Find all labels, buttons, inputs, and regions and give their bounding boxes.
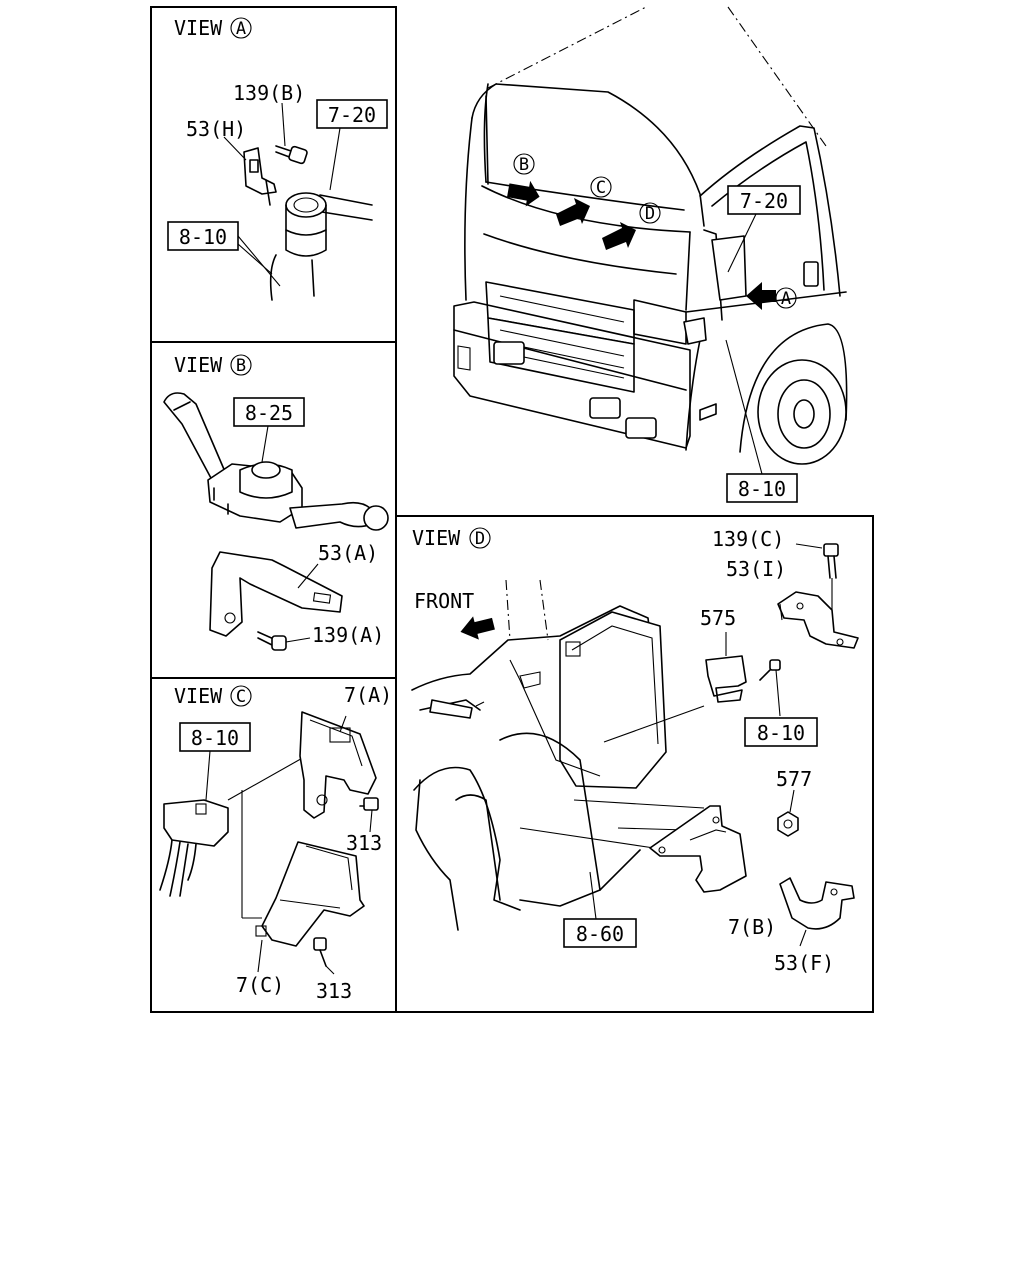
ref-box-8-25: 8-25 — [233, 397, 305, 463]
ref-box-8-60: 8-60 — [563, 871, 637, 948]
view-d-title: VIEW D — [412, 526, 491, 550]
bracket-7a-drawing — [299, 711, 377, 819]
bracket-53h-drawing — [223, 136, 277, 206]
front-wheel — [739, 323, 848, 465]
front-direction: FRONT — [414, 589, 495, 640]
screw-drawing — [759, 659, 781, 717]
label-7a: 7(A) — [344, 683, 392, 707]
svg-text:B: B — [236, 356, 246, 376]
svg-text:VIEW: VIEW — [412, 526, 461, 550]
label-313-top: 313 — [346, 831, 382, 855]
label-7b: 7(B) — [728, 915, 776, 939]
svg-text:VIEW: VIEW — [174, 684, 223, 708]
svg-text:D: D — [475, 529, 485, 549]
svg-text:D: D — [645, 204, 655, 224]
label-7c: 7(C) — [236, 973, 284, 997]
ref-box-7-20-a: 7-20 — [316, 99, 388, 191]
panel-frames — [150, 6, 874, 1013]
svg-text:8-60: 8-60 — [576, 922, 624, 946]
arrow-label-b: B — [513, 153, 535, 175]
connector-drawing — [159, 755, 307, 919]
ref-box-8-10-d: 8-10 — [744, 717, 818, 747]
arrow-label-a: A — [775, 287, 797, 309]
label-575: 575 — [700, 606, 736, 630]
svg-text:8-10: 8-10 — [179, 225, 227, 249]
bolt-313-bottom-drawing — [313, 937, 335, 975]
svg-text:7-20: 7-20 — [740, 189, 788, 213]
bolt-139c-drawing — [795, 543, 839, 636]
label-139b: 139(B) — [233, 81, 305, 105]
label-53f: 53(F) — [774, 951, 834, 975]
ref-box-8-10-truck: 8-10 — [725, 339, 798, 503]
svg-text:8-10: 8-10 — [757, 721, 805, 745]
bracket-53i-drawing — [777, 591, 859, 649]
arrow-label-d: D — [639, 202, 661, 224]
svg-text:A: A — [236, 19, 246, 39]
svg-text:8-10: 8-10 — [191, 726, 239, 750]
ref-box-8-10-c: 8-10 — [179, 722, 251, 801]
combination-switch-drawing — [163, 392, 389, 531]
view-d-panel: VIEW D FRONT — [411, 526, 859, 975]
view-b-panel: VIEW B 8-25 53(A) — [163, 353, 389, 651]
label-577: 577 — [776, 767, 812, 791]
svg-text:B: B — [519, 155, 529, 175]
label-53a: 53(A) — [318, 541, 378, 565]
bolt-139a-drawing — [257, 631, 311, 651]
label-139a: 139(A) — [312, 623, 384, 647]
ref-box-8-10-a: 8-10 — [167, 221, 281, 287]
view-c-panel: VIEW C 8-10 7(A) — [159, 683, 392, 1003]
ref-box-7-20-truck: 7-20 — [727, 185, 801, 273]
view-a-title: VIEW A — [174, 16, 252, 40]
bolt-139b-drawing — [275, 102, 308, 165]
bracket-7c-drawing — [255, 841, 365, 973]
grille — [485, 281, 635, 393]
label-53h: 53(H) — [186, 117, 246, 141]
svg-text:8-10: 8-10 — [738, 477, 786, 501]
arrow-label-c: C — [590, 176, 612, 198]
view-a-panel: VIEW A 139(B) 53(H) 7-20 — [167, 16, 388, 301]
svg-text:C: C — [236, 687, 246, 707]
bracket-7b-drawing — [649, 805, 747, 893]
svg-text:FRONT: FRONT — [414, 589, 474, 613]
svg-text:8-25: 8-25 — [245, 401, 293, 425]
svg-text:VIEW: VIEW — [174, 16, 223, 40]
svg-text:A: A — [781, 289, 791, 309]
bolt-313-top-drawing — [359, 797, 379, 833]
view-b-title: VIEW B — [174, 353, 252, 377]
bracket-53f-drawing — [779, 877, 855, 947]
view-arrows — [507, 180, 776, 310]
label-313-bottom: 313 — [316, 979, 352, 1003]
svg-text:7-20: 7-20 — [328, 103, 376, 127]
nut-577-drawing — [777, 789, 799, 837]
bracket-53a-drawing — [209, 551, 343, 637]
bumper — [453, 301, 691, 449]
svg-text:C: C — [596, 178, 606, 198]
svg-text:VIEW: VIEW — [174, 353, 223, 377]
clip-575-drawing — [705, 632, 747, 703]
fluid-tank-drawing — [269, 192, 373, 301]
label-139c: 139(C) — [712, 527, 784, 551]
truck-cab-drawing: B C D A 7-20 8-10 — [453, 6, 848, 503]
view-c-title: VIEW C — [174, 684, 252, 708]
side-mirror — [683, 229, 747, 345]
engine-block-drawing — [411, 579, 667, 931]
label-53i: 53(I) — [726, 557, 786, 581]
